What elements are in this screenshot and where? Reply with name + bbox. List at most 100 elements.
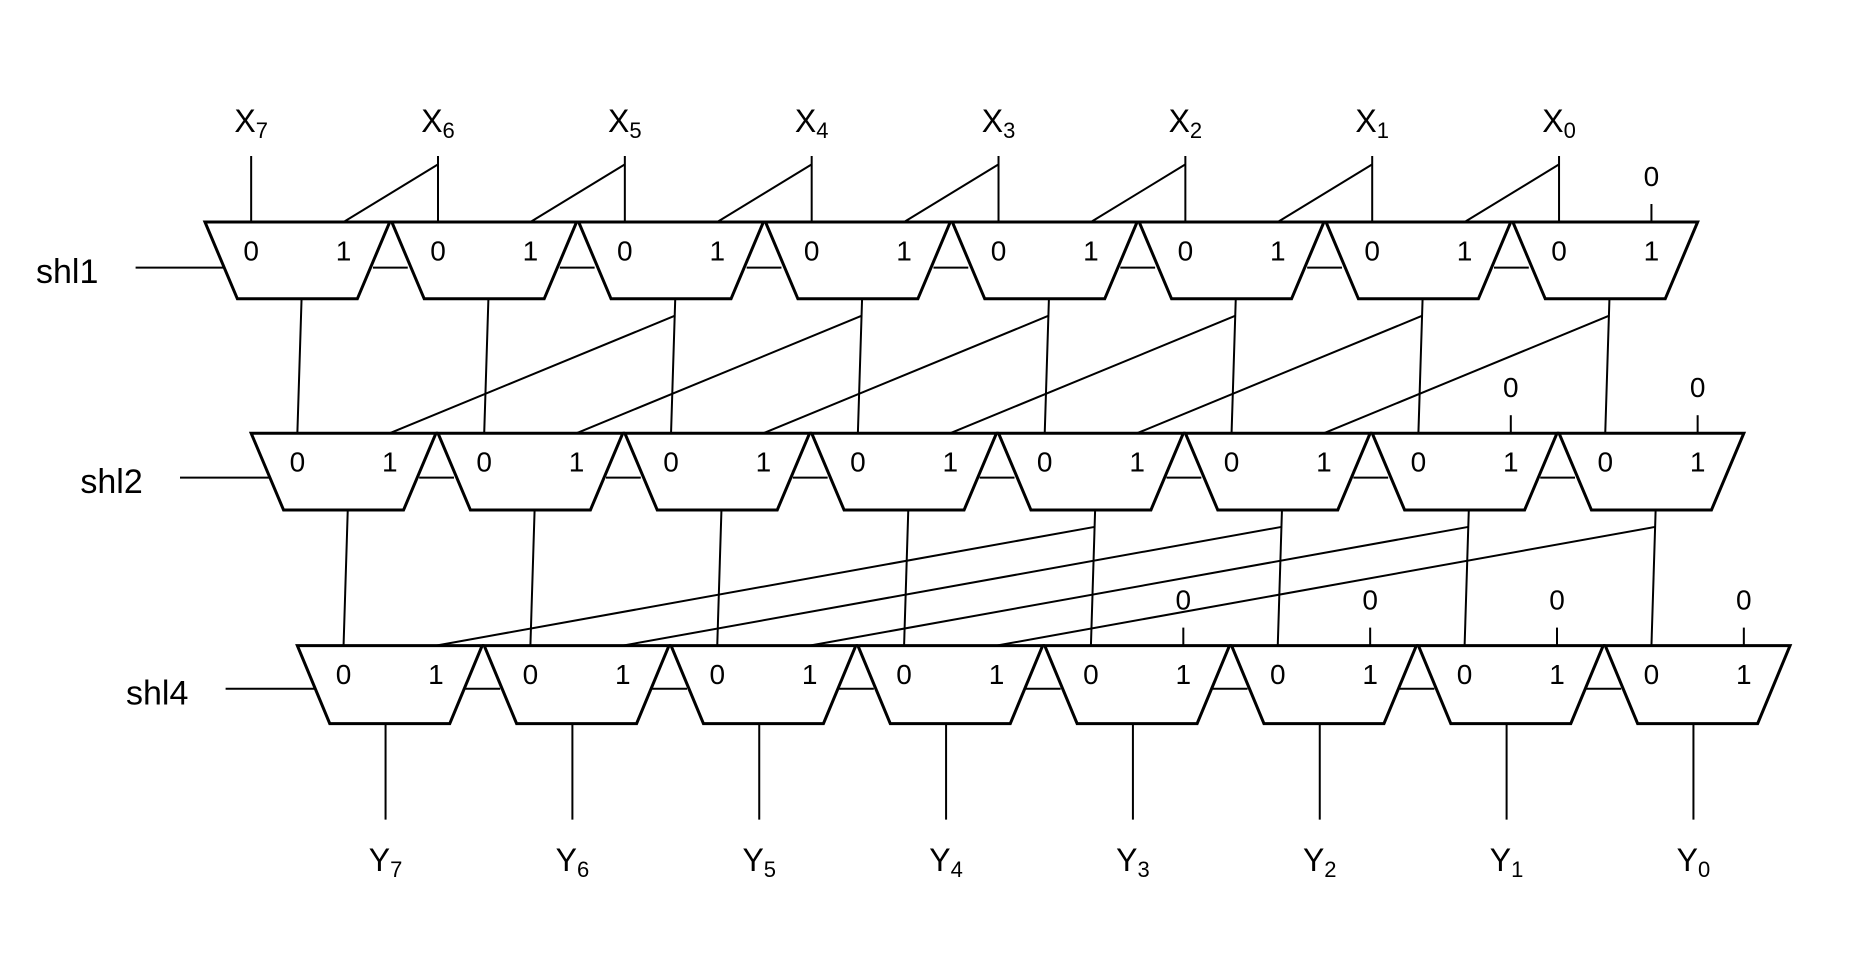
output-label-y3-base: Y [1116, 842, 1137, 878]
mux-stage1-1-in1-label: 1 [523, 235, 539, 266]
output-label-y3-subscript: 3 [1137, 857, 1149, 882]
stage2-straight-wire-5 [1276, 509, 1283, 646]
input-label-x2: X2 [1169, 103, 1203, 143]
output-label-y6-base: Y [556, 842, 577, 878]
mux-stage3-4-in1-label: 1 [1176, 659, 1192, 690]
stage1-straight-wire-1 [483, 298, 490, 434]
mux-stage3-0 [295, 644, 485, 726]
stage1-shift-wire-3 [576, 314, 863, 435]
mux-stage3-0-in1-label: 1 [428, 659, 444, 690]
mux-stage2-0 [248, 431, 439, 512]
stage1-shift-wire-2 [389, 314, 676, 435]
mux-stage1-4-in0-label: 0 [991, 235, 1007, 266]
mux-stage1-7-in1-label: 1 [1644, 235, 1660, 266]
mux-stage3-1 [481, 644, 672, 726]
mux-stage1-5-in1-label: 1 [1270, 235, 1286, 266]
output-label-y2: Y2 [1303, 842, 1337, 882]
output-label-y7-base: Y [369, 842, 390, 878]
mux-stage1-3-in0-label: 0 [804, 235, 820, 266]
output-label-y7-subscript: 7 [390, 857, 402, 882]
input-fork-wire-1 [343, 163, 439, 223]
mux-stage2-1-in1-label: 1 [569, 447, 585, 478]
mux-stage1-3-in1-label: 1 [896, 235, 912, 266]
input-label-x6-subscript: 6 [443, 118, 455, 143]
stage2-straight-wire-6 [1463, 509, 1470, 646]
input-label-x0-subscript: 0 [1564, 118, 1576, 143]
stage1-straight-wire-5 [1230, 298, 1237, 434]
output-label-y4-base: Y [929, 842, 950, 878]
mux-stage1-5-in0-label: 0 [1178, 235, 1194, 266]
mux-stage3-4-in0-label: 0 [1083, 659, 1099, 690]
input-label-x3-subscript: 3 [1003, 118, 1015, 143]
mux-stage2-6-in1-label: 1 [1503, 447, 1519, 478]
mux-stage1-4-in1-label: 1 [1083, 235, 1099, 266]
stage1-straight-wire-7 [1604, 298, 1611, 434]
select-label-shl1: shl1 [36, 253, 98, 291]
mux-stage1-6-in1-label: 1 [1457, 235, 1473, 266]
select-label-shl2: shl2 [80, 463, 142, 501]
input-label-x5: X5 [608, 103, 642, 143]
mux-stage2-6-in0-label: 0 [1411, 447, 1427, 478]
mux-stage2-1-in0-label: 0 [476, 447, 492, 478]
input-label-x5-base: X [608, 103, 629, 139]
stage2-straight-wire-1 [529, 509, 536, 646]
input-label-x1: X1 [1355, 103, 1389, 143]
mux-stage3-5-in1-label: 1 [1362, 659, 1378, 690]
mux-stage3-3 [855, 644, 1045, 726]
wires-layer [135, 156, 1745, 820]
mux-stage1-6-in0-label: 0 [1364, 235, 1380, 266]
input-label-x1-base: X [1355, 103, 1376, 139]
mux-layer [202, 220, 1793, 726]
mux-stage3-2-in0-label: 0 [709, 659, 725, 690]
input-label-x3-base: X [982, 103, 1003, 139]
stage2-straight-wire-7 [1650, 509, 1657, 646]
mux-stage1-2 [576, 220, 766, 301]
mux-stage2-6 [1369, 431, 1560, 512]
input-fork-wire-6 [1277, 163, 1373, 223]
output-label-y4-subscript: 4 [951, 857, 963, 882]
input-fork-wire-4 [903, 163, 1000, 223]
mux-stage2-4 [996, 431, 1186, 512]
mux-stage1-0-in0-label: 0 [243, 235, 259, 266]
mux-stage1-4 [950, 220, 1140, 301]
output-label-y1: Y1 [1490, 842, 1524, 882]
mux-stage3-7-in0-label: 0 [1644, 659, 1660, 690]
mux-stage3-2 [668, 644, 859, 726]
mux-stage3-3-in1-label: 1 [989, 659, 1005, 690]
output-label-y2-subscript: 2 [1324, 857, 1336, 882]
input-label-x4-base: X [795, 103, 816, 139]
mux-stage2-2 [622, 431, 812, 512]
stage3-zero-label-5: 0 [1362, 585, 1378, 616]
mux-stage1-0 [202, 220, 393, 301]
mux-stage2-7-in1-label: 1 [1690, 447, 1706, 478]
output-label-y5: Y5 [742, 842, 776, 882]
stage2-straight-wire-4 [1089, 509, 1097, 646]
input-label-x7-subscript: 7 [256, 118, 268, 143]
stage2-zero-label-6: 0 [1503, 372, 1519, 403]
mux-stage3-2-in1-label: 1 [802, 659, 818, 690]
mux-stage2-3-in0-label: 0 [850, 447, 866, 478]
mux-stage3-6-in0-label: 0 [1457, 659, 1473, 690]
mux-stage3-5 [1229, 644, 1419, 726]
stage2-zero-label-7: 0 [1690, 372, 1706, 403]
stage1-straight-wire-6 [1417, 298, 1424, 434]
mux-stage1-7-in0-label: 0 [1551, 235, 1567, 266]
output-label-y6: Y6 [556, 842, 590, 882]
output-label-y5-base: Y [742, 842, 763, 878]
mux-stage2-5 [1183, 431, 1373, 512]
mux-stage2-7-in0-label: 0 [1597, 447, 1613, 478]
mux-stage1-5 [1136, 220, 1327, 301]
stage1-shift-wire-5 [949, 314, 1237, 435]
mux-stage1-2-in1-label: 1 [709, 235, 725, 266]
mux-stage2-4-in1-label: 1 [1129, 447, 1145, 478]
stage3-zero-label-4: 0 [1176, 585, 1192, 616]
mux-stage2-7 [1556, 431, 1747, 512]
input-label-x4-subscript: 4 [816, 118, 828, 143]
mux-stage2-4-in0-label: 0 [1037, 447, 1053, 478]
input-label-x7-base: X [234, 103, 255, 139]
mux-stage3-4 [1042, 644, 1232, 726]
input-label-x0-base: X [1542, 103, 1563, 139]
stage1-shift-wire-4 [763, 314, 1050, 435]
input-label-x5-subscript: 5 [629, 118, 641, 143]
mux-stage3-7 [1602, 644, 1793, 726]
